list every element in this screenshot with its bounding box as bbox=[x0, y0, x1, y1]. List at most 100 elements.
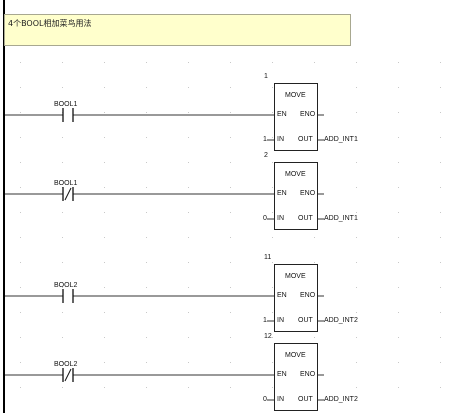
out-value[interactable]: ADD_INT1 bbox=[324, 136, 358, 143]
grid-dot bbox=[398, 137, 399, 138]
grid-dot bbox=[146, 87, 147, 88]
grid-dot bbox=[188, 187, 189, 188]
grid-dot bbox=[356, 287, 357, 288]
grid-dot bbox=[146, 387, 147, 388]
grid-dot bbox=[20, 387, 21, 388]
in-pin-label: IN bbox=[277, 317, 284, 324]
grid-dot bbox=[146, 237, 147, 238]
out-pin-label: OUT bbox=[298, 136, 313, 143]
grid-dot bbox=[20, 362, 21, 363]
grid-dot bbox=[356, 387, 357, 388]
out-value[interactable]: ADD_INT1 bbox=[324, 215, 358, 222]
out-pin-label: OUT bbox=[298, 317, 313, 324]
grid-dot bbox=[440, 237, 441, 238]
contact-nc-slash bbox=[64, 368, 72, 382]
in-value[interactable]: 0 bbox=[263, 396, 267, 403]
en-pin-label: EN bbox=[277, 371, 287, 378]
grid-dot bbox=[356, 87, 357, 88]
grid-dot bbox=[272, 362, 273, 363]
grid-dot bbox=[356, 337, 357, 338]
in-value[interactable]: 1 bbox=[263, 317, 267, 324]
grid-dot bbox=[398, 287, 399, 288]
grid-dot bbox=[188, 112, 189, 113]
contact-variable[interactable]: BOOL1 bbox=[54, 180, 78, 187]
grid-dot bbox=[104, 62, 105, 63]
grid-dot bbox=[314, 262, 315, 263]
grid-dot bbox=[230, 362, 231, 363]
contact-nc-slash bbox=[64, 187, 72, 201]
grid-dot bbox=[146, 112, 147, 113]
grid-dot bbox=[272, 212, 273, 213]
grid-dot bbox=[314, 337, 315, 338]
grid-dot bbox=[62, 62, 63, 63]
out-value[interactable]: ADD_INT2 bbox=[324, 396, 358, 403]
grid-dot bbox=[356, 187, 357, 188]
network-comment-box[interactable]: 4个BOOL相加菜鸟用法 bbox=[4, 14, 351, 46]
grid-dot bbox=[230, 387, 231, 388]
contact-variable[interactable]: BOOL2 bbox=[54, 282, 78, 289]
grid-dot bbox=[230, 212, 231, 213]
in-value[interactable]: 1 bbox=[263, 136, 267, 143]
grid-dot bbox=[188, 162, 189, 163]
grid-dot bbox=[20, 162, 21, 163]
grid-dot bbox=[62, 287, 63, 288]
grid-dot bbox=[398, 337, 399, 338]
grid-dot bbox=[440, 212, 441, 213]
grid-dot bbox=[188, 137, 189, 138]
contact-variable[interactable]: BOOL1 bbox=[54, 101, 78, 108]
grid-dot bbox=[146, 162, 147, 163]
move-block[interactable] bbox=[274, 83, 318, 151]
grid-dot bbox=[230, 187, 231, 188]
grid-dot bbox=[146, 287, 147, 288]
in-pin-label: IN bbox=[277, 136, 284, 143]
in-value[interactable]: 0 bbox=[263, 215, 267, 222]
en-pin-label: EN bbox=[277, 292, 287, 299]
grid-dot bbox=[272, 112, 273, 113]
grid-dot bbox=[272, 87, 273, 88]
grid-dot bbox=[272, 337, 273, 338]
grid-dot bbox=[272, 287, 273, 288]
grid-dot bbox=[440, 387, 441, 388]
grid-dot bbox=[272, 312, 273, 313]
grid-dot bbox=[20, 237, 21, 238]
grid-dot bbox=[440, 62, 441, 63]
block-title: MOVE bbox=[285, 352, 306, 359]
block-title: MOVE bbox=[285, 171, 306, 178]
move-block[interactable] bbox=[274, 264, 318, 332]
grid-dot bbox=[440, 337, 441, 338]
grid-dot bbox=[230, 62, 231, 63]
grid-dot bbox=[272, 262, 273, 263]
grid-dot bbox=[398, 387, 399, 388]
grid-dot bbox=[356, 212, 357, 213]
grid-dot bbox=[230, 337, 231, 338]
grid-dot bbox=[62, 312, 63, 313]
move-block[interactable] bbox=[274, 343, 318, 411]
grid-dot bbox=[146, 212, 147, 213]
contact-variable[interactable]: BOOL2 bbox=[54, 361, 78, 368]
grid-dot bbox=[398, 162, 399, 163]
block-title: MOVE bbox=[285, 92, 306, 99]
grid-dot bbox=[440, 112, 441, 113]
grid-dot bbox=[398, 112, 399, 113]
grid-dot bbox=[230, 87, 231, 88]
grid-dot bbox=[62, 212, 63, 213]
eno-pin-label: ENO bbox=[300, 190, 316, 197]
grid-dot bbox=[356, 237, 357, 238]
grid-dot bbox=[146, 262, 147, 263]
grid-dot bbox=[398, 312, 399, 313]
grid-dot bbox=[188, 262, 189, 263]
grid-dot bbox=[62, 262, 63, 263]
grid-dot bbox=[314, 237, 315, 238]
eno-pin-label: ENO bbox=[300, 371, 316, 378]
out-value[interactable]: ADD_INT2 bbox=[324, 317, 358, 324]
move-block[interactable] bbox=[274, 162, 318, 230]
grid-dot bbox=[104, 137, 105, 138]
in-pin-label: IN bbox=[277, 396, 284, 403]
grid-dot bbox=[20, 187, 21, 188]
grid-dot bbox=[20, 212, 21, 213]
grid-dot bbox=[398, 62, 399, 63]
grid-dot bbox=[146, 362, 147, 363]
grid-dot bbox=[440, 162, 441, 163]
grid-dot bbox=[398, 187, 399, 188]
grid-dot bbox=[20, 112, 21, 113]
